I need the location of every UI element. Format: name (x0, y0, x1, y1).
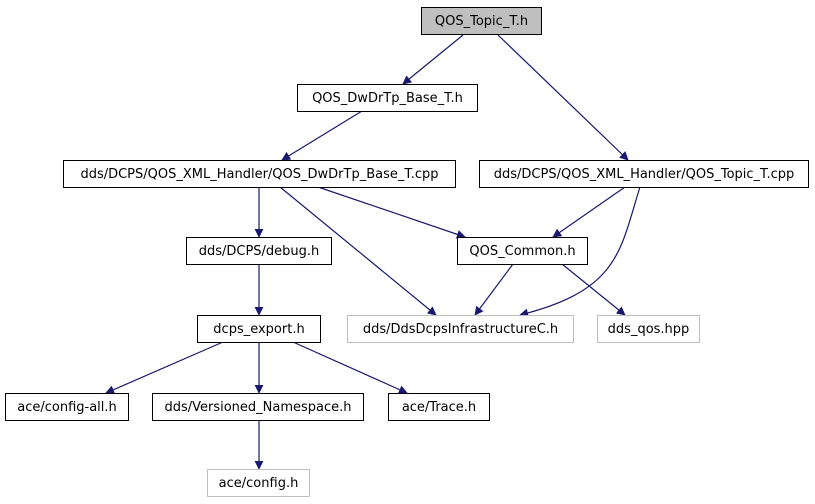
node-debug-h[interactable]: dds/DCPS/debug.h (186, 237, 332, 265)
node-label: QOS_Common.h (469, 244, 575, 259)
edge-dwdrtp-base-t-cpp-to-dds-infrastructure-h (279, 186, 437, 316)
node-qos-topic-t-h[interactable]: QOS_Topic_T.h (421, 7, 542, 35)
node-ace-trace-h[interactable]: ace/Trace.h (388, 393, 490, 421)
node-label: dds/Versioned_Namespace.h (164, 400, 351, 415)
node-box (63, 160, 456, 188)
node-qos-dwdrtp-base-t-h[interactable]: QOS_DwDrTp_Base_T.h (297, 84, 478, 112)
node-label: QOS_DwDrTp_Base_T.h (312, 91, 463, 106)
node-label: dds_qos.hpp (608, 322, 690, 337)
edge-topic-t-cpp-to-dds-infrastructure-h (519, 186, 641, 318)
edge-arrow (474, 263, 514, 316)
node-dwdrtp-base-t-cpp[interactable]: dds/DCPS/QOS_XML_Handler/QOS_DwDrTp_Base… (63, 160, 456, 188)
edge-qos-topic-t-h-to-qos-dwdrtp-base-t-h (402, 34, 464, 85)
node-box (186, 237, 332, 265)
node-qos-common-h[interactable]: QOS_Common.h (457, 237, 588, 265)
edge-arrow (292, 341, 408, 394)
node-dds-infrastructure-h: dds/DdsDcpsInfrastructureC.h (347, 315, 574, 343)
edge-qos-common-h-to-dds-infrastructure-h (474, 263, 514, 316)
edge-arrow (497, 34, 629, 161)
edge-topic-t-cpp-to-qos-common-h (552, 186, 626, 238)
node-versioned-namespace-h[interactable]: dds/Versioned_Namespace.h (152, 393, 364, 421)
edges-layer (105, 34, 641, 470)
edge-dwdrtp-base-t-cpp-to-qos-common-h (317, 186, 466, 239)
edge-arrow (317, 186, 466, 239)
node-box (347, 315, 574, 343)
edge-dcps-export-h-to-ace-config-all-h (105, 341, 224, 394)
node-dds-qos-hpp: dds_qos.hpp (597, 315, 700, 343)
edge-qos-dwdrtp-base-t-h-to-dwdrtp-base-t-cpp (281, 110, 363, 161)
edge-qos-common-h-to-dds-qos-hpp (561, 263, 626, 316)
node-box (479, 160, 809, 188)
node-box (5, 393, 129, 421)
node-box (152, 393, 364, 421)
edge-arrow (105, 341, 224, 394)
node-ace-config-h: ace/config.h (207, 469, 310, 497)
node-box (421, 7, 542, 35)
edge-dcps-export-h-to-ace-trace-h (292, 341, 408, 394)
node-dcps-export-h[interactable]: dcps_export.h (197, 315, 321, 343)
node-topic-t-cpp[interactable]: dds/DCPS/QOS_XML_Handler/QOS_Topic_T.cpp (479, 160, 809, 188)
node-label: dds/DCPS/QOS_XML_Handler/QOS_Topic_T.cpp (494, 167, 794, 182)
node-label: dds/DdsDcpsInfrastructureC.h (363, 322, 558, 337)
edge-arrow (561, 263, 626, 316)
node-label: dcps_export.h (213, 322, 304, 337)
node-label: dds/DCPS/QOS_XML_Handler/QOS_DwDrTp_Base… (80, 167, 438, 182)
edge-arrow (519, 186, 641, 318)
node-box (597, 315, 700, 343)
edge-arrow (552, 186, 626, 238)
node-label: ace/config-all.h (17, 400, 117, 415)
node-box (297, 84, 478, 112)
node-ace-config-all-h[interactable]: ace/config-all.h (5, 393, 129, 421)
edge-arrow (279, 186, 437, 316)
node-box (197, 315, 321, 343)
node-box (457, 237, 588, 265)
node-label: dds/DCPS/debug.h (199, 244, 320, 259)
node-box (388, 393, 490, 421)
node-box (207, 469, 310, 497)
edge-arrow (402, 34, 464, 85)
node-label: ace/config.h (219, 476, 299, 491)
edge-qos-topic-t-h-to-topic-t-cpp (497, 34, 629, 161)
edge-arrow (281, 110, 363, 161)
node-label: ace/Trace.h (402, 400, 476, 415)
node-label: QOS_Topic_T.h (435, 14, 528, 29)
